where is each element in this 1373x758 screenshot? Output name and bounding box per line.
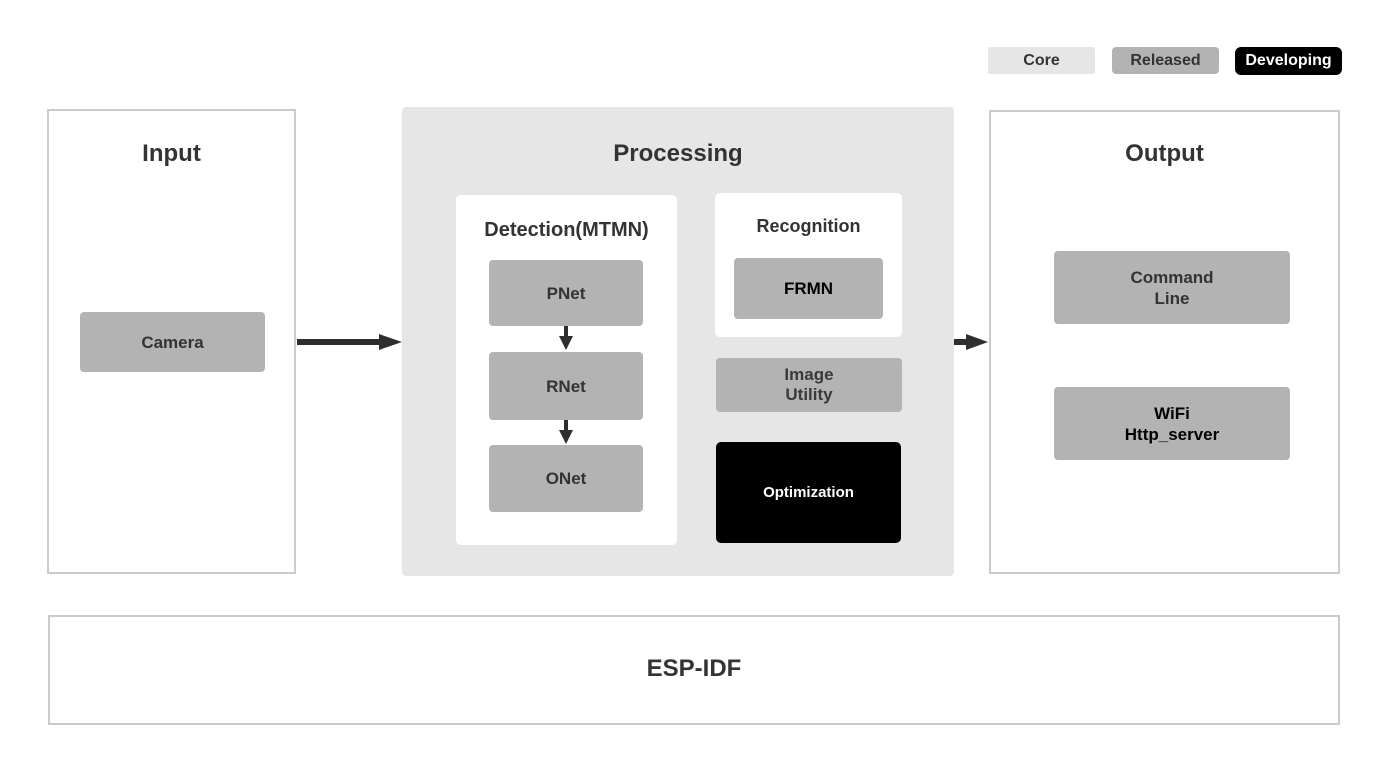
output-panel <box>989 110 1340 574</box>
arrow-rnet-to-onet-shaft <box>564 420 568 432</box>
output-panel-title: Output <box>1125 140 1204 167</box>
input-panel-title: Input <box>142 140 201 167</box>
esp-idf-panel-title: ESP-IDF <box>646 655 742 682</box>
esp-idf-panel <box>48 615 1340 725</box>
legend-label-released: Released <box>1130 51 1201 69</box>
legend-label-core: Core <box>1023 51 1060 69</box>
legend-chip-developing: Developing <box>1235 47 1342 75</box>
processing-panel-title: Processing <box>613 140 743 167</box>
frmn-node: FRMN <box>734 258 883 319</box>
arrow-processing-to-output-head <box>966 334 988 350</box>
rnet-node: RNet <box>489 352 643 420</box>
camera-node: Camera <box>80 312 265 372</box>
onet-node: ONet <box>489 445 643 512</box>
pnet-node: PNet <box>489 260 643 326</box>
legend-chip-core: Core <box>988 47 1095 74</box>
legend-label-developing: Developing <box>1245 52 1332 69</box>
legend-chip-released: Released <box>1112 47 1219 74</box>
rnet-node-label: RNet <box>546 376 586 396</box>
camera-node-label: Camera <box>141 332 204 352</box>
arrow-pnet-to-rnet-head <box>558 336 573 350</box>
pnet-node-label: PNet <box>546 283 586 303</box>
arrow-input-to-processing-head <box>379 334 402 350</box>
optimization-node-label: Optimization <box>763 484 854 501</box>
arrow-rnet-to-onet-head <box>558 430 573 444</box>
frmn-node-label: FRMN <box>783 279 834 298</box>
recognition-panel-title: Recognition <box>756 216 861 236</box>
arrow-processing-to-output-shaft <box>954 339 968 345</box>
arrow-input-to-processing-shaft <box>297 339 380 345</box>
onet-node-label: ONet <box>545 469 587 488</box>
detection-panel-title: Detection(MTMN) <box>484 219 649 241</box>
arrow-pnet-to-rnet-shaft <box>564 326 568 338</box>
optimization-node: Optimization <box>716 442 901 543</box>
